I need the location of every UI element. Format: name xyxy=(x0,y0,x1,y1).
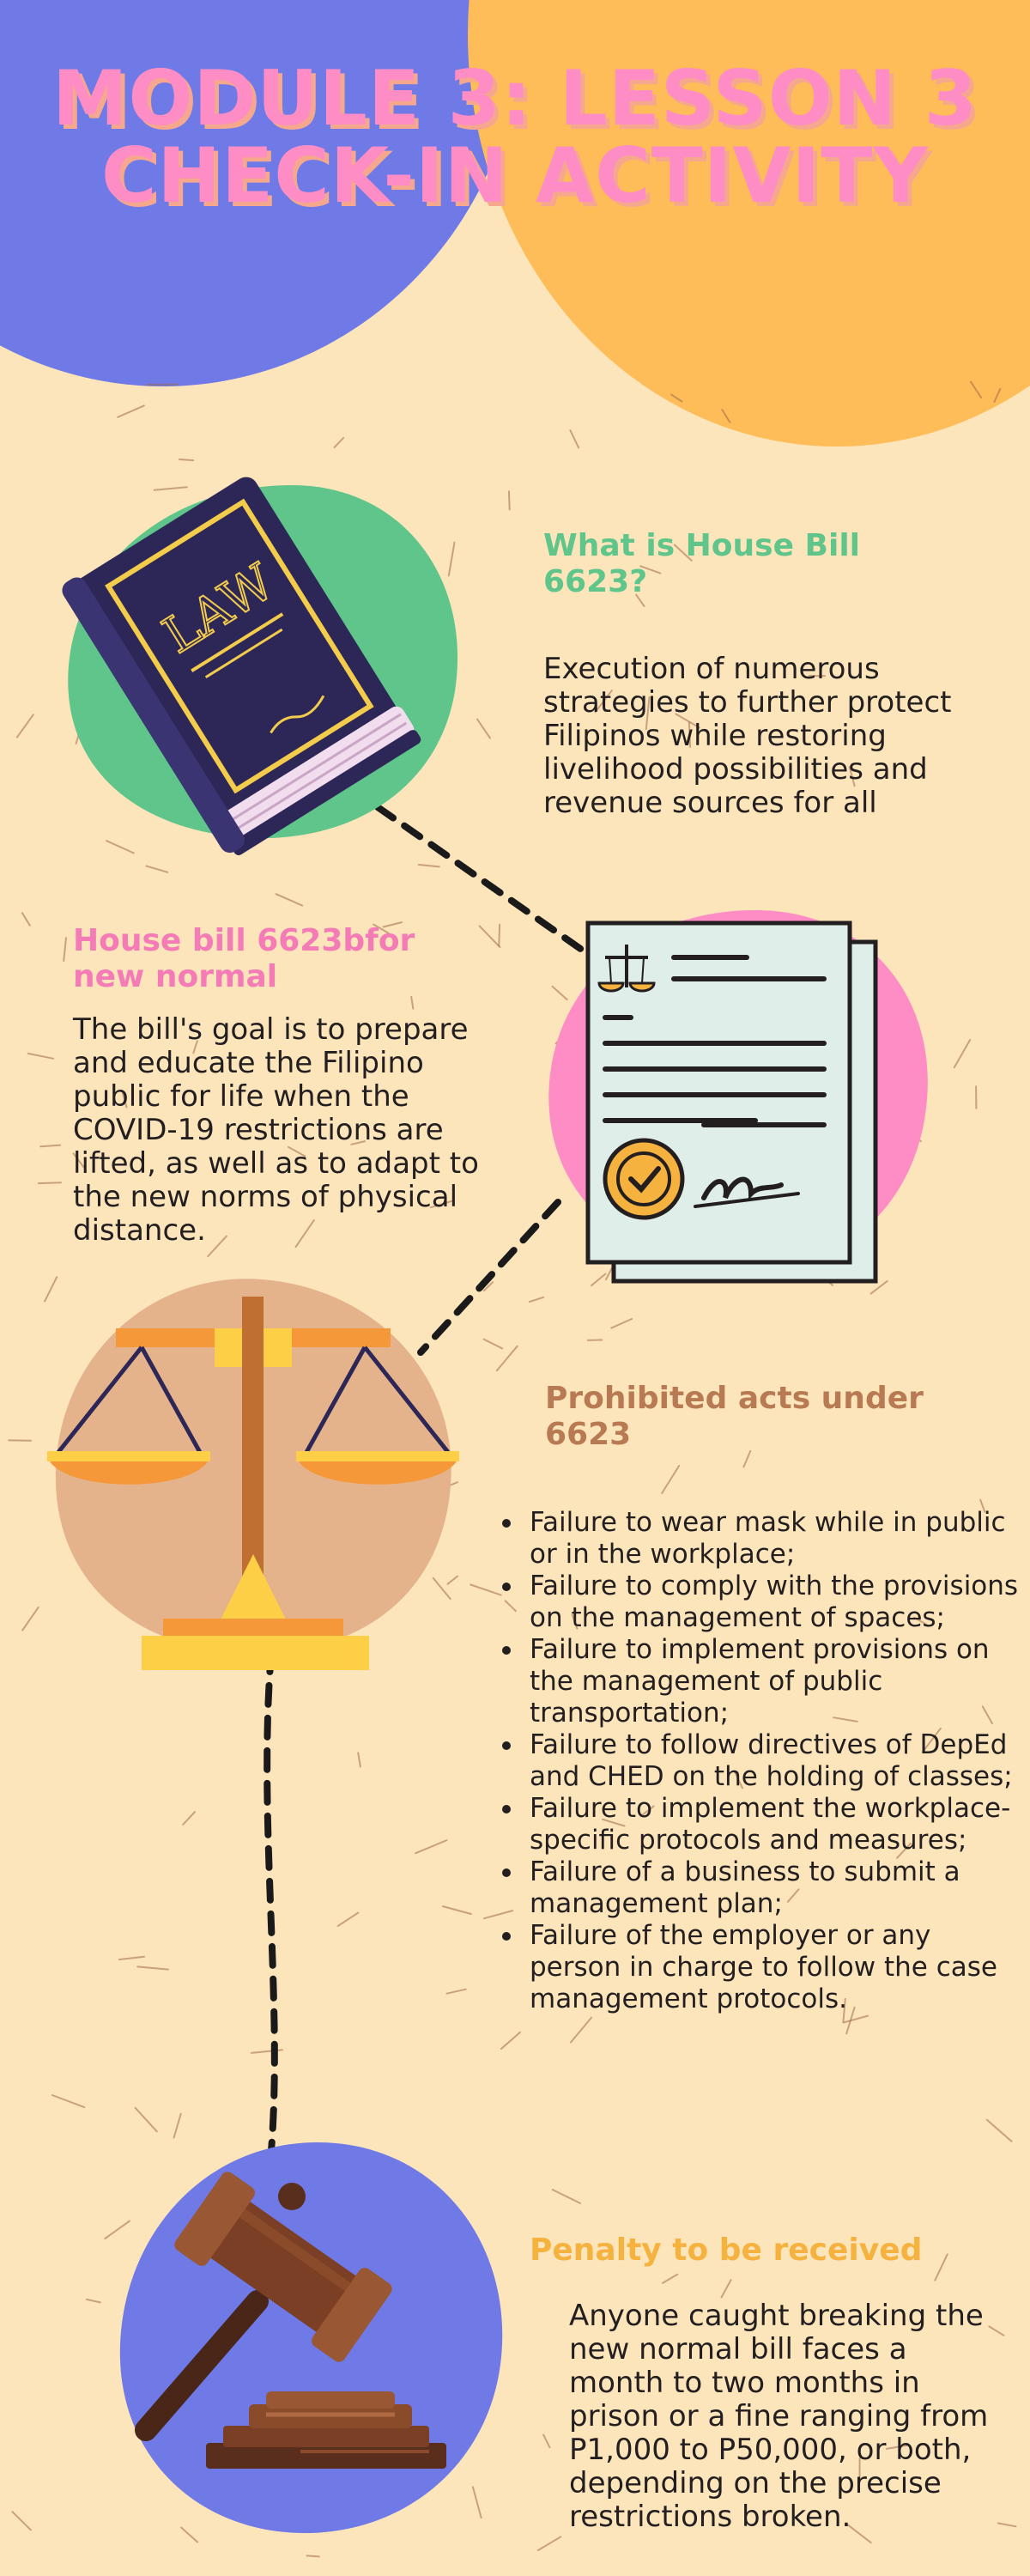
gavel-icon xyxy=(119,2142,503,2533)
section-heading-penalty: Penalty to be received xyxy=(530,2233,923,2268)
section-body-penalty: Anyone caught breaking the new normal bi… xyxy=(569,2299,989,2534)
section-heading-new-normal: House bill 6623bfor new normal xyxy=(73,923,415,994)
list-item: Failure to wear mask while in public or … xyxy=(502,1507,1019,1571)
list-item: Failure to implement provisions on the m… xyxy=(502,1634,1019,1729)
law-book-icon: LAW xyxy=(62,477,458,855)
legal-document-icon xyxy=(548,910,928,1284)
list-item: Failure to comply with the provisions on… xyxy=(502,1571,1019,1633)
section-body-house-bill: Execution of numerous strategies to furt… xyxy=(543,652,952,820)
section-body-new-normal: The bill's goal is to prepare and educat… xyxy=(73,1012,479,1248)
scales-of-justice-icon xyxy=(47,1279,459,1670)
list-item: Failure to implement the workplace-speci… xyxy=(502,1793,1019,1856)
section-heading-prohibited-acts: Prohibited acts under 6623 xyxy=(545,1381,924,1452)
page-title: MODULE 3: LESSON 3 CHECK-IN ACTIVITY xyxy=(52,54,978,220)
list-item: Failure to follow directives of DepEd an… xyxy=(502,1729,1019,1793)
list-item: Failure of the employer or any person in… xyxy=(502,1920,1019,2015)
section-heading-house-bill: What is House Bill 6623? xyxy=(543,528,860,599)
list-item: Failure of a business to submit a manage… xyxy=(502,1856,1019,1920)
prohibited-acts-list: Failure to wear mask while in public or … xyxy=(502,1507,1019,2015)
